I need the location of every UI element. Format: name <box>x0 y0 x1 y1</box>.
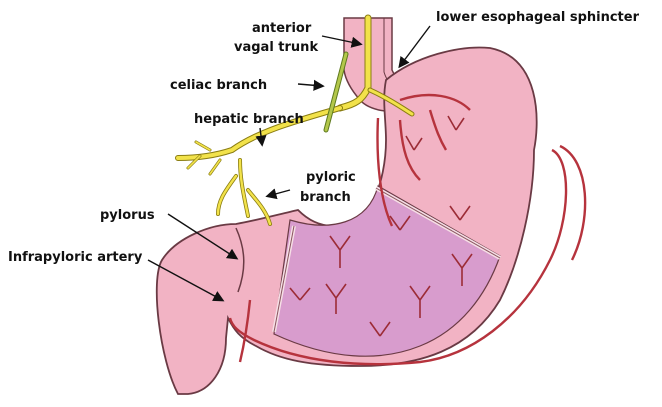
label-anterior-vagal-trunk-line1: anterior <box>252 21 312 36</box>
label-pyloric-branch-line2: branch <box>300 190 351 205</box>
label-anterior-vagal-trunk-line2: vagal trunk <box>234 40 318 55</box>
arrow-hepatic-branch <box>260 128 262 144</box>
arrow-pyloric-branch <box>268 190 290 196</box>
label-hepatic-branch: hepatic branch <box>194 112 304 127</box>
label-celiac-branch: celiac branch <box>170 78 267 93</box>
label-pyloric-branch-line1: pyloric <box>306 170 356 185</box>
stomach <box>157 48 537 394</box>
label-pylorus: pylorus <box>100 208 155 223</box>
label-lower-esophageal-sphincter: lower esophageal sphincter <box>436 10 640 25</box>
label-infrapyloric-artery: Infrapyloric artery <box>8 250 143 265</box>
arrow-celiac-branch <box>298 84 322 86</box>
